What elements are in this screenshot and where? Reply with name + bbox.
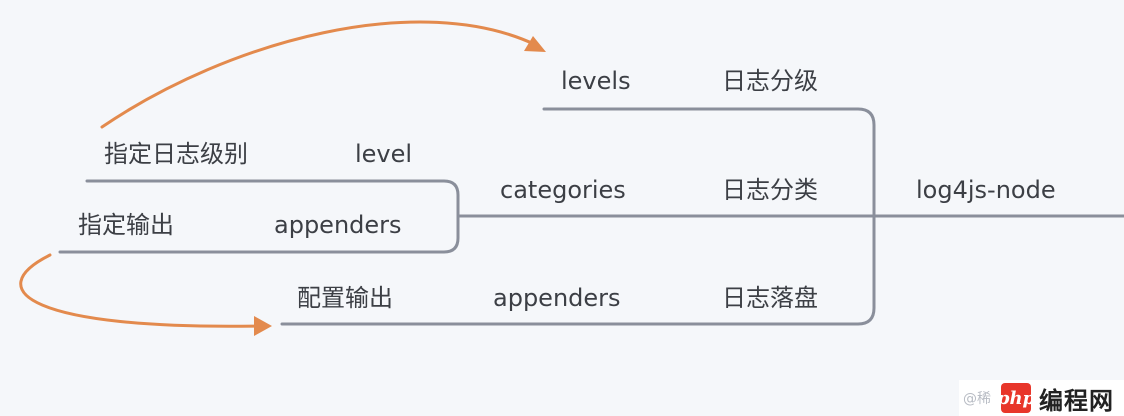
- appenders-output-label: 配置输出: [297, 284, 393, 312]
- watermark-logo-text: 编程网: [1039, 386, 1114, 415]
- php-logo-icon: php: [997, 383, 1035, 413]
- arrowhead-appenders-output: [254, 316, 272, 336]
- curved-arrow-to-appenders-output: [19, 253, 262, 328]
- levels-key-label: levels: [561, 67, 631, 95]
- curved-arrow-to-levels: [100, 20, 538, 129]
- categories-desc-label: 日志分类: [722, 176, 818, 204]
- categories-sub-bracket-line: [58, 179, 460, 254]
- appenders-desc-label: 日志落盘: [722, 284, 818, 312]
- categories-key-label: categories: [500, 176, 626, 204]
- watermark: @稀 php 编程网: [959, 380, 1124, 416]
- watermark-at-text: @稀: [963, 391, 991, 407]
- arrowhead-levels: [524, 36, 546, 52]
- appenders-child-desc-label: 指定输出: [78, 211, 174, 239]
- level-key-label: level: [355, 140, 413, 168]
- root-node-label: log4js-node: [916, 176, 1056, 204]
- appenders-key-label: appenders: [493, 284, 621, 312]
- appenders-child-key-label: appenders: [274, 211, 402, 239]
- level-desc-label: 指定日志级别: [104, 140, 248, 168]
- levels-desc-label: 日志分级: [722, 67, 818, 95]
